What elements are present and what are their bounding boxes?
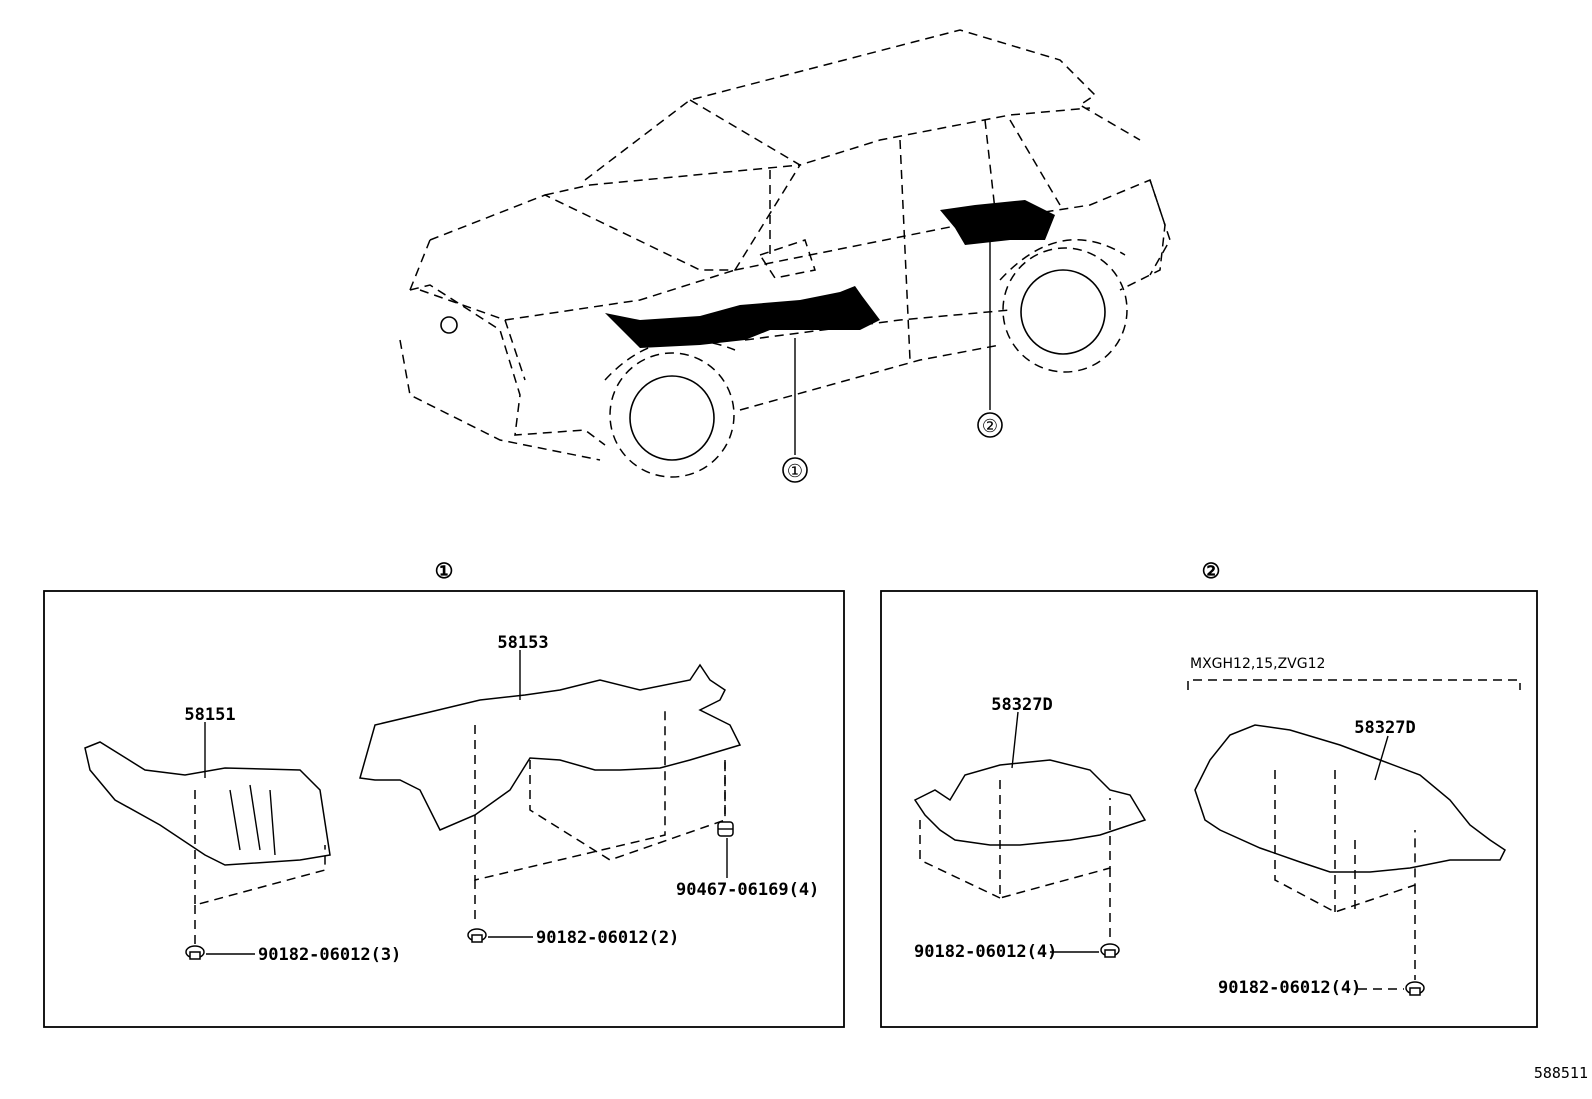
- clip-a-label: 90182-06012(3): [258, 945, 401, 965]
- nut-label: 90467-06169(4): [676, 880, 819, 900]
- part-58327d-b-label: 58327D: [1354, 718, 1415, 738]
- callout-1-label: ①: [787, 461, 803, 482]
- part-58151-label: 58151: [184, 705, 235, 725]
- part-58327d-b-shape: [1194, 724, 1506, 913]
- panel-1: ① 58151 90182-06012(3) 58153: [43, 559, 845, 1028]
- clip-c-icon: [1100, 943, 1120, 958]
- callout-2-label: ②: [982, 416, 998, 437]
- clip-d-label: 90182-06012(4): [1218, 978, 1361, 998]
- part-58153-label: 58153: [497, 633, 548, 653]
- figure-number: 588511: [1534, 1064, 1588, 1082]
- clip-a-icon: [185, 945, 205, 960]
- condition-bracket: [1187, 679, 1521, 690]
- panel-2-frame: [880, 590, 1538, 1028]
- panel-1-title: ①: [435, 559, 454, 583]
- clip-d-icon: [1405, 981, 1425, 996]
- vehicle-illustration: ① ②: [399, 29, 1171, 483]
- clip-c-label: 90182-06012(4): [914, 942, 1057, 962]
- panel-2-title: ②: [1202, 559, 1221, 583]
- front-floor-insulator-shading: [605, 286, 880, 348]
- clip-b-icon: [467, 928, 487, 943]
- rear-floor-insulator-shading: [940, 200, 1055, 245]
- nut-icon: [717, 821, 734, 837]
- clip-b-label: 90182-06012(2): [536, 928, 679, 948]
- condition-note: MXGH12,15,ZVG12: [1190, 656, 1325, 672]
- part-58327d-a-shape: [913, 759, 1147, 899]
- panel-2: ② 58327D 90182-06012(4) MXGH12,15,ZVG12: [880, 559, 1538, 1028]
- part-58151-shape: [84, 741, 331, 906]
- part-58327d-a-label: 58327D: [991, 695, 1052, 715]
- panel-1-frame: [43, 590, 845, 1028]
- part-58153-shape: [359, 663, 742, 881]
